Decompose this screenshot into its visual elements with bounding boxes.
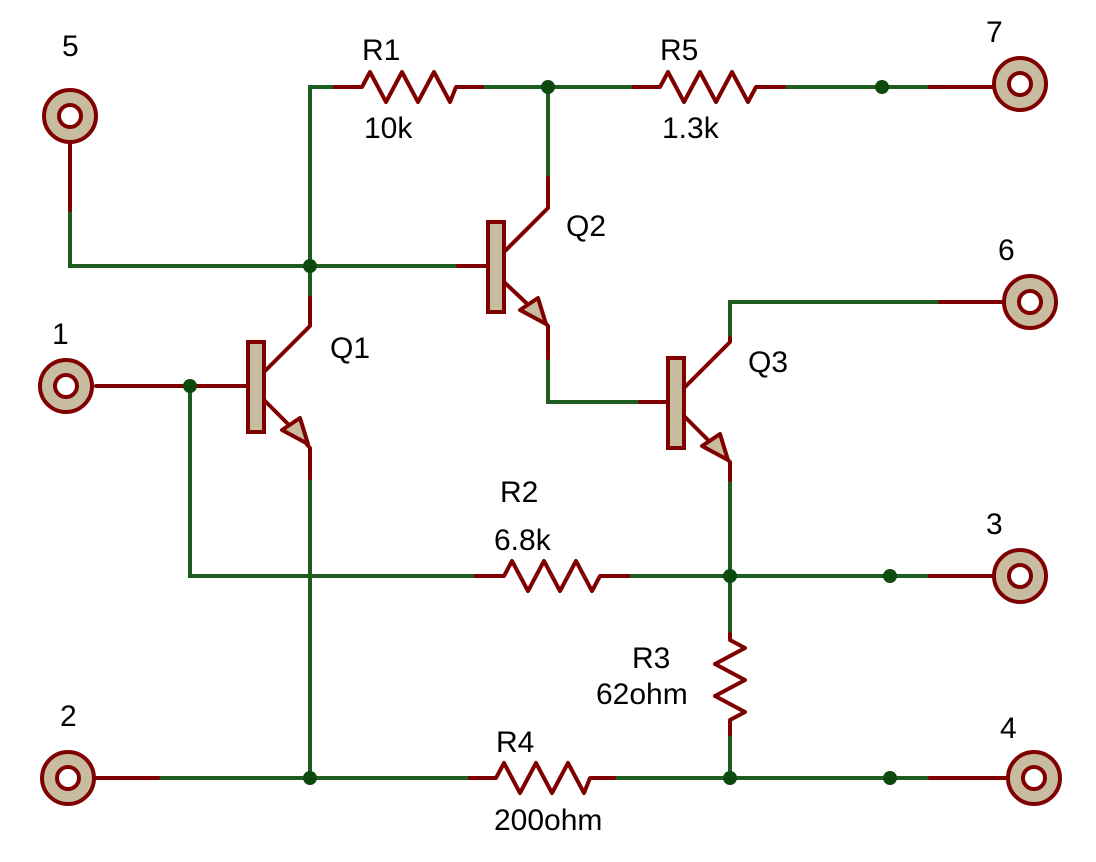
terminal-label-2: 2 bbox=[60, 700, 77, 733]
terminal-2[interactable]: 2 bbox=[40, 700, 96, 806]
junction-dot bbox=[723, 771, 737, 785]
junction-dot bbox=[541, 80, 555, 94]
resistor-r5[interactable]: R5 1.3k bbox=[632, 34, 786, 145]
resistor-r1-name: R1 bbox=[362, 34, 400, 67]
terminal-label-3: 3 bbox=[986, 508, 1003, 541]
transistor-q1[interactable]: Q1 bbox=[156, 296, 370, 480]
resistor-r2-name: R2 bbox=[500, 476, 538, 509]
terminals: 5 7 6 1 3 2 4 bbox=[38, 16, 1062, 806]
transistor-q3[interactable]: Q3 bbox=[638, 336, 788, 482]
wire-q3c-t6 bbox=[728, 300, 942, 340]
terminal-6[interactable]: 6 bbox=[998, 234, 1058, 330]
junction-dot bbox=[883, 569, 897, 583]
junction-dot bbox=[303, 771, 317, 785]
transistor-q2-name: Q2 bbox=[566, 210, 606, 243]
terminal-5[interactable]: 5 bbox=[42, 30, 98, 144]
terminal-7[interactable]: 7 bbox=[986, 16, 1048, 112]
terminal-label-6: 6 bbox=[998, 234, 1015, 267]
transistor-q1-name: Q1 bbox=[330, 332, 370, 365]
wires bbox=[68, 85, 942, 780]
junctions bbox=[183, 80, 897, 785]
junction-dot bbox=[875, 80, 889, 94]
transistor-q2[interactable]: Q2 bbox=[456, 176, 606, 360]
terminal-3[interactable]: 3 bbox=[986, 508, 1048, 604]
transistors: Q1 Q2 Q3 bbox=[156, 176, 788, 482]
terminal-1[interactable]: 1 bbox=[38, 318, 94, 414]
resistor-r3[interactable]: R3 62ohm bbox=[596, 632, 747, 736]
resistor-r4-name: R4 bbox=[496, 726, 534, 759]
transistor-q3-name: Q3 bbox=[748, 346, 788, 379]
resistor-r4[interactable]: R4 200ohm bbox=[468, 726, 616, 837]
resistor-r4-value: 200ohm bbox=[494, 804, 602, 837]
wire-r1-q1-collector bbox=[308, 85, 337, 300]
resistor-r1-value: 10k bbox=[364, 112, 413, 145]
resistor-r1[interactable]: R1 10k bbox=[333, 34, 484, 145]
resistor-r3-name: R3 bbox=[632, 642, 670, 675]
junction-dot bbox=[883, 771, 897, 785]
terminal-label-5: 5 bbox=[62, 30, 79, 63]
terminal-4[interactable]: 4 bbox=[1000, 712, 1062, 806]
terminal-label-1: 1 bbox=[52, 318, 69, 351]
resistors: R1 10k R5 1.3k R2 6.8k R3 62ohm R4 200oh… bbox=[333, 34, 786, 837]
terminal-stubs bbox=[68, 85, 1008, 780]
resistor-r5-name: R5 bbox=[660, 34, 698, 67]
resistor-r5-value: 1.3k bbox=[662, 112, 720, 145]
wire-q2e-q3b bbox=[546, 356, 642, 404]
resistor-r3-value: 62ohm bbox=[596, 678, 688, 711]
resistor-r2-value: 6.8k bbox=[494, 524, 552, 557]
terminal-label-4: 4 bbox=[1000, 712, 1017, 745]
wire-input-r2 bbox=[188, 384, 478, 578]
terminal-label-7: 7 bbox=[986, 16, 1003, 49]
junction-dot bbox=[723, 569, 737, 583]
resistor-r2[interactable]: R2 6.8k bbox=[474, 476, 630, 593]
wire-t5-base bbox=[68, 208, 460, 268]
junction-dot bbox=[183, 379, 197, 393]
junction-dot bbox=[303, 259, 317, 273]
